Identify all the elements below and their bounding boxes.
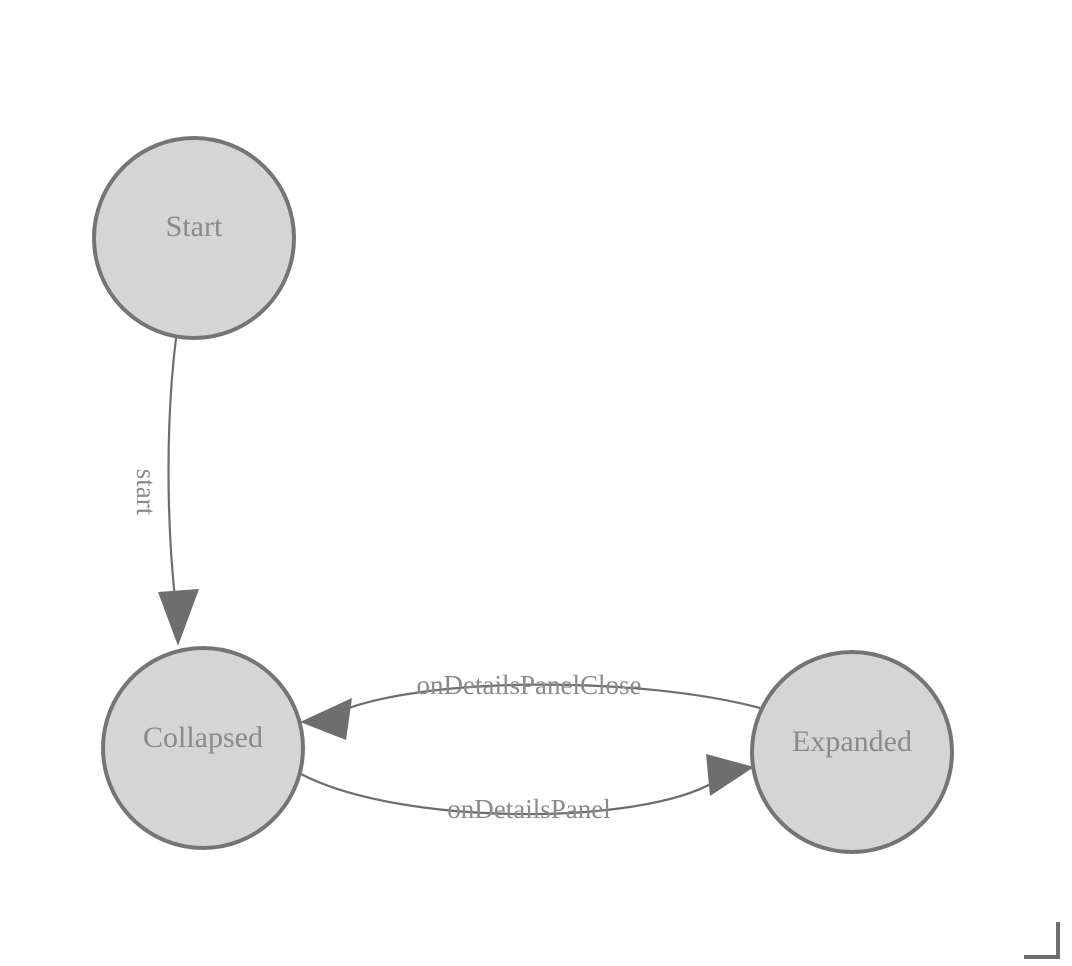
- edge-expanded-to-collapsed-label: onDetailsPanelClose: [417, 670, 642, 700]
- edge-expanded-to-collapsed-path: [335, 683, 761, 715]
- bottom-right-corner-bracket-icon: [1024, 922, 1060, 959]
- node-start-label: Start: [166, 210, 223, 243]
- edge-expanded-to-collapsed-arrowhead: [300, 698, 352, 740]
- edge-expanded-to-collapsed[interactable]: onDetailsPanelClose: [300, 670, 761, 740]
- node-expanded-label: Expanded: [792, 725, 912, 758]
- node-start[interactable]: Start: [92, 136, 296, 340]
- edge-start-to-collapsed-label: start: [131, 469, 161, 516]
- edge-collapsed-to-expanded-path: [300, 773, 715, 816]
- edge-collapsed-to-expanded-label: onDetailsPanel: [447, 794, 610, 824]
- node-expanded[interactable]: Expanded: [750, 650, 954, 854]
- edge-start-to-collapsed-path: [167, 337, 178, 609]
- node-collapsed-label: Collapsed: [143, 721, 263, 754]
- edge-start-to-collapsed[interactable]: start: [131, 337, 199, 646]
- node-start-circle: [92, 136, 296, 340]
- node-expanded-circle: [750, 650, 954, 854]
- edge-collapsed-to-expanded-arrowhead: [706, 754, 754, 796]
- node-collapsed[interactable]: Collapsed: [101, 646, 305, 850]
- edge-collapsed-to-expanded[interactable]: onDetailsPanel: [300, 754, 754, 824]
- node-collapsed-circle: [101, 646, 305, 850]
- edge-start-to-collapsed-arrowhead: [158, 589, 199, 646]
